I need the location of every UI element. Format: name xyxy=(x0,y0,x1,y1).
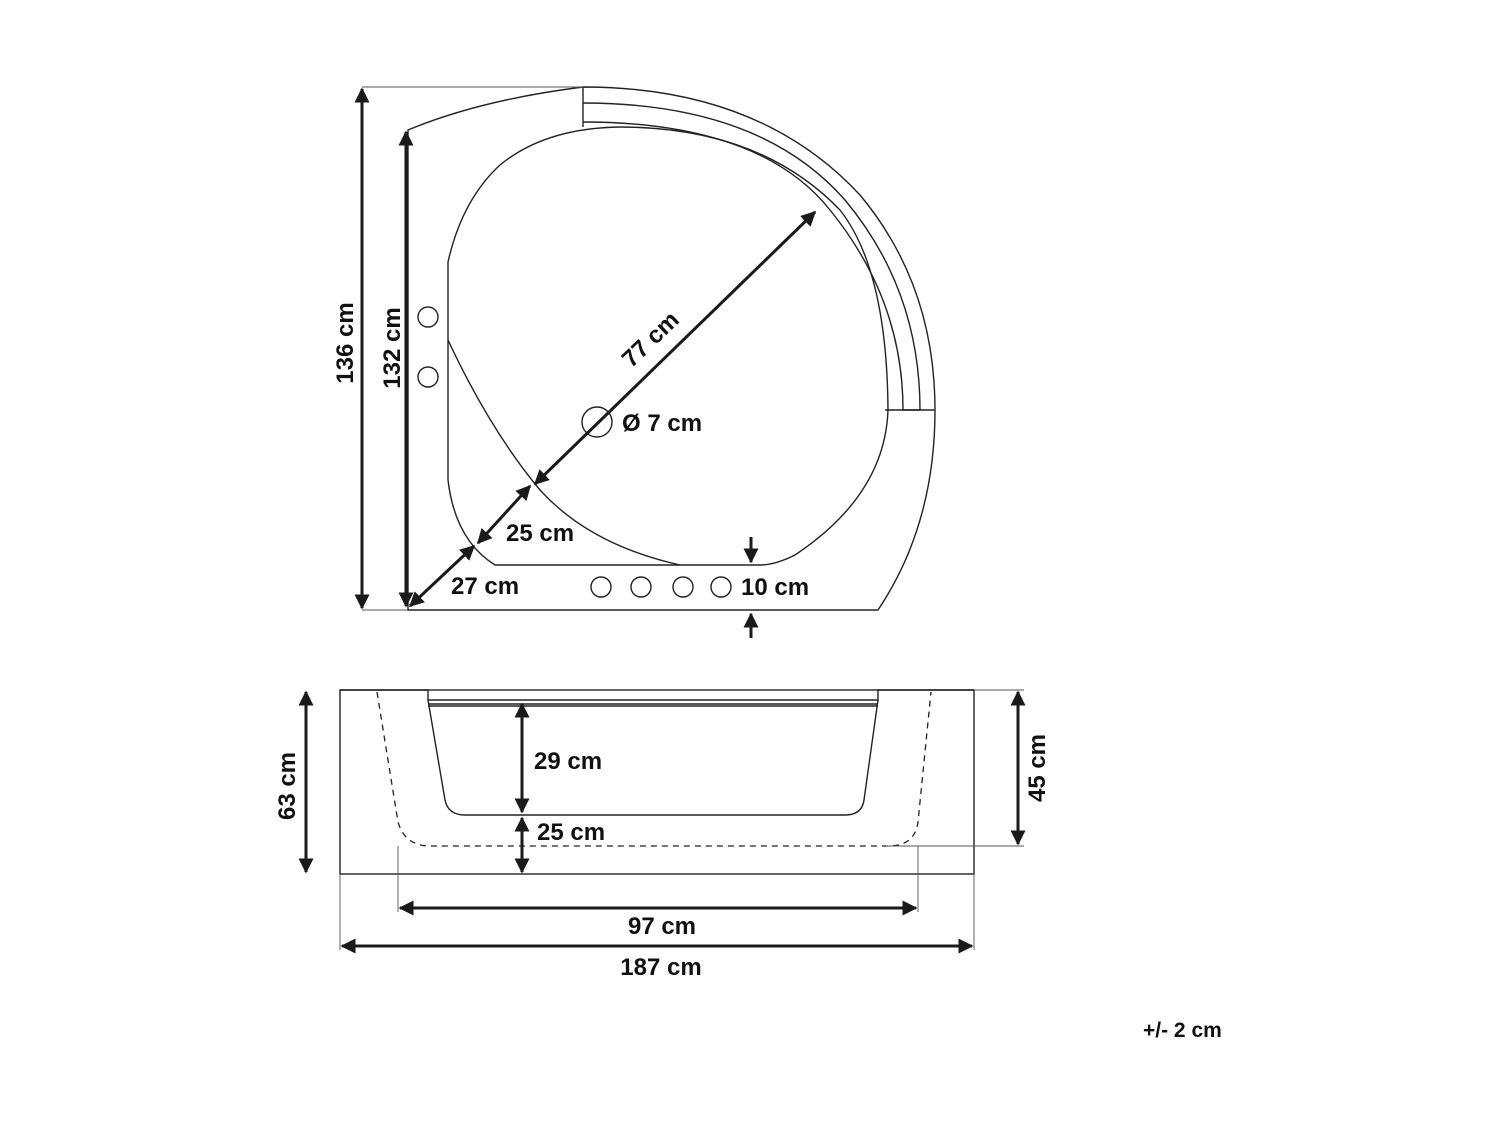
seat-curve xyxy=(447,339,681,566)
inner-hidden-contour xyxy=(376,691,932,847)
drain-diameter-label: Ø 7 cm xyxy=(622,410,702,437)
inner-width-label: 97 cm xyxy=(628,913,696,940)
jet-icon xyxy=(590,576,612,598)
side-view: 63 cm 45 cm 29 cm 25 cm 97 cm 187 cm xyxy=(274,689,1051,981)
overall-width-label: 187 cm xyxy=(620,954,701,981)
apron-inner-edge-2 xyxy=(582,121,904,411)
overall-depth-label: 136 cm xyxy=(332,302,359,383)
apron-inner-edge-1 xyxy=(582,102,921,411)
inner-depth-label: 132 cm xyxy=(379,307,406,388)
basin-side-outline xyxy=(427,699,879,816)
tub-side-outline xyxy=(339,689,975,875)
tolerance-note: +/- 2 cm xyxy=(1143,1019,1222,1042)
top-view: 136 cm 132 cm 77 cm Ø 7 cm 25 cm 27 cm 1… xyxy=(332,86,936,638)
basin-depth-label: 29 cm xyxy=(534,748,602,775)
base-height-label: 25 cm xyxy=(537,819,605,846)
jet-icon xyxy=(710,576,732,598)
front-height-label: 45 cm xyxy=(1024,734,1051,802)
jet-icon xyxy=(417,306,439,328)
jet-icon xyxy=(630,576,652,598)
jet-icon xyxy=(417,366,439,388)
front-rim-label: 10 cm xyxy=(741,574,809,601)
diagonal-step-label: 25 cm xyxy=(506,520,574,547)
basin-outline xyxy=(447,126,889,566)
diagonal-basin-label: 77 cm xyxy=(617,306,685,373)
tub-outer-outline xyxy=(407,86,936,611)
overall-height-label: 63 cm xyxy=(274,752,301,820)
dimension-arrow xyxy=(533,210,817,486)
dimension-arrow xyxy=(476,484,532,545)
jet-icon xyxy=(672,576,694,598)
diagonal-corner-label: 27 cm xyxy=(451,573,519,600)
dimension-arrow xyxy=(408,544,476,608)
rim-cutout xyxy=(340,689,974,701)
